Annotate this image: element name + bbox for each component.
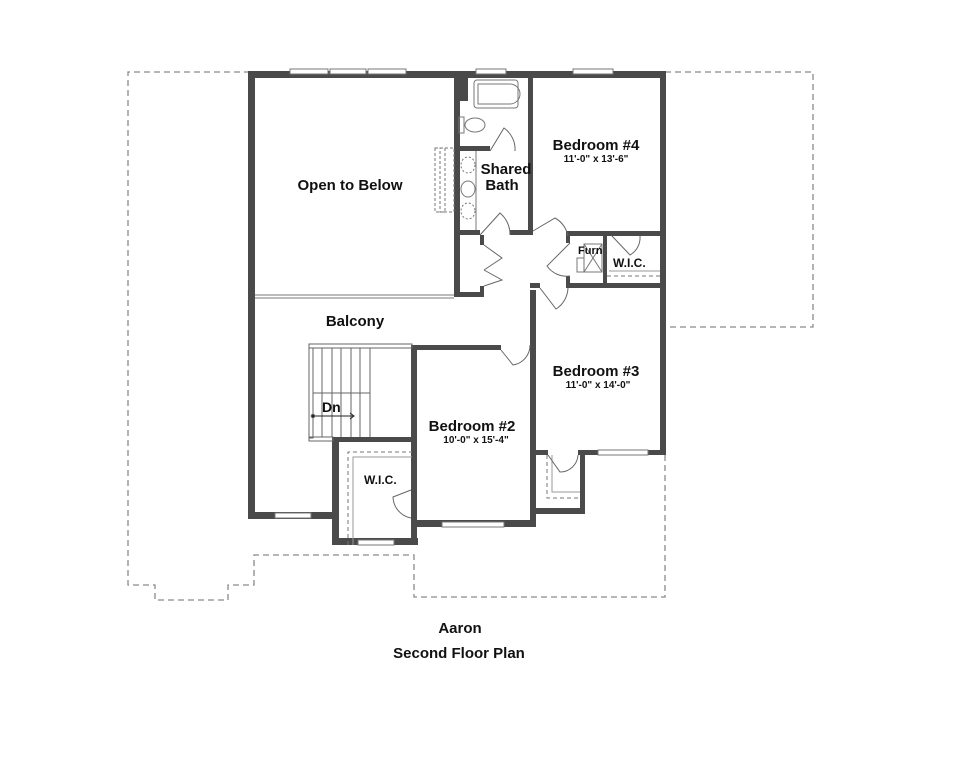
plan-name: Aaron	[438, 620, 482, 637]
staircase	[308, 343, 413, 442]
room-label-wic-bedroom2: W.I.C.	[364, 473, 397, 487]
room-dims-bedroom4: 11'-0" x 13'-6"	[563, 154, 629, 165]
room-dims-bedroom2: 10'-0" x 15'-4"	[443, 435, 509, 446]
room-dims-bedroom3: 11'-0" x 14'-0"	[565, 380, 631, 391]
lower-floor-outline	[127, 71, 814, 601]
stairs-label-down: Dn	[322, 399, 341, 415]
room-label-bedroom3: Bedroom #3	[552, 363, 640, 380]
room-label-shared-bath-line2: Bath	[485, 177, 519, 194]
room-label-open-to-below: Open to Below	[297, 177, 403, 194]
room-label-wic-bedroom4: W.I.C.	[613, 256, 646, 270]
closet-shelves	[347, 275, 660, 545]
bath-fixtures	[434, 79, 603, 273]
room-label-bedroom2: Bedroom #2	[428, 418, 516, 435]
room-label-shared-bath-line1: Shared	[480, 161, 532, 178]
room-label-bedroom4: Bedroom #4	[552, 137, 640, 154]
windows	[274, 68, 649, 546]
door-swings	[392, 127, 641, 519]
room-label-furnace: Furn	[578, 245, 603, 257]
plan-subtitle: Second Floor Plan	[393, 645, 525, 662]
balcony-rail	[255, 294, 454, 299]
room-label-balcony: Balcony	[325, 313, 385, 330]
